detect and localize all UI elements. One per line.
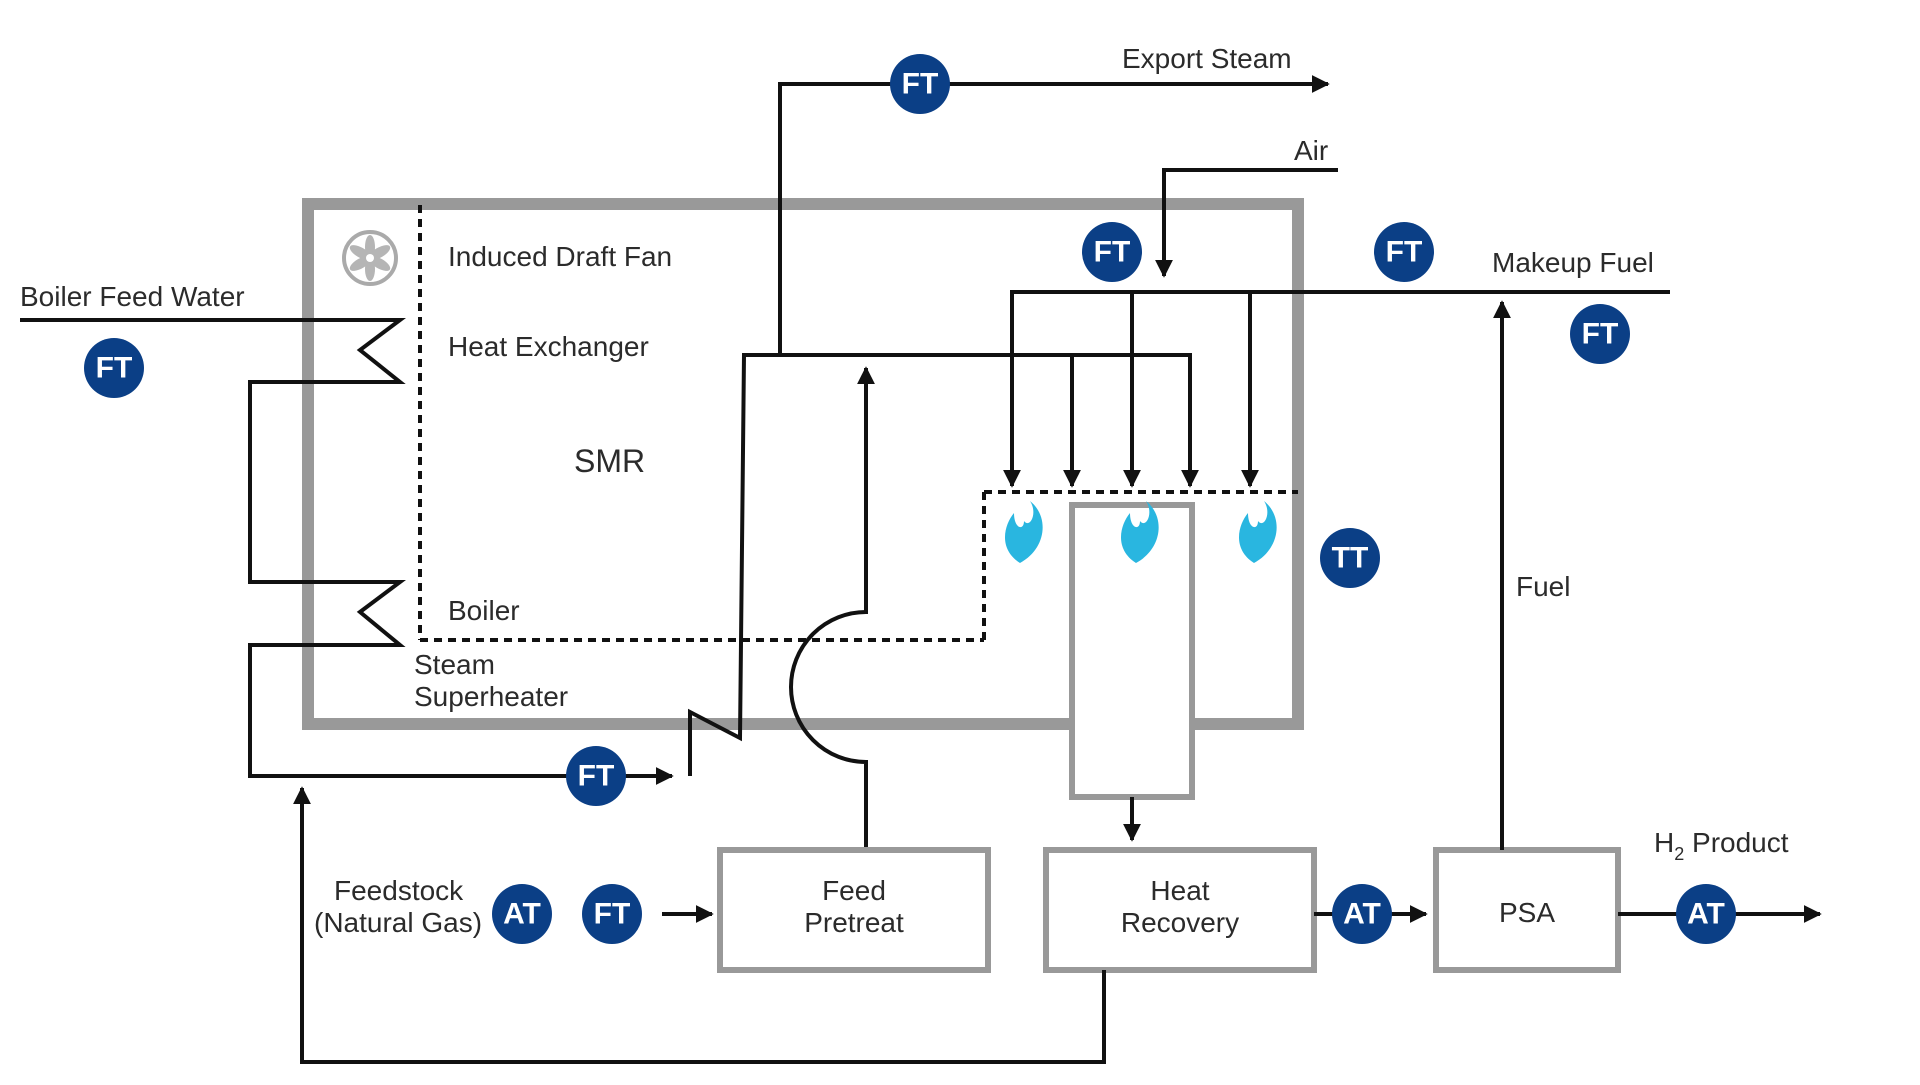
- burner-flame-icon: [1005, 501, 1043, 563]
- ft-badge-steam: FT: [566, 746, 626, 806]
- h2-h: H: [1654, 827, 1674, 858]
- induced-draft-fan-label: Induced Draft Fan: [448, 241, 672, 272]
- fan-icon: [342, 230, 398, 286]
- steam-superheater-label-1: Steam: [414, 649, 495, 680]
- makeup-fuel-label: Makeup Fuel: [1492, 247, 1654, 278]
- svg-text:FT: FT: [902, 68, 939, 101]
- recycle-line: [293, 786, 1106, 1064]
- fuel-label: Fuel: [1516, 571, 1570, 602]
- process-header-line: [744, 353, 1199, 488]
- svg-text:FT: FT: [96, 352, 133, 385]
- feed-pretreat-text-2: Pretreat: [804, 907, 904, 938]
- heat-exchanger-label: Heat Exchanger: [448, 331, 649, 362]
- svg-text:FT: FT: [1094, 236, 1131, 269]
- boiler-feed-water-label: Boiler Feed Water: [20, 281, 245, 312]
- boiler-feed-water-line: [20, 318, 674, 785]
- psa-box: [1433, 847, 1621, 973]
- burner-flame-icon: [1239, 501, 1277, 563]
- steam-superheater-line: [688, 75, 1330, 776]
- air-label: Air: [1294, 135, 1328, 166]
- smr-label: SMR: [574, 443, 645, 479]
- at-badge-feedstock: AT: [492, 884, 552, 944]
- ft-badge-fuel: FT: [1570, 304, 1630, 364]
- psa-text: PSA: [1499, 897, 1555, 928]
- ft-badge-feedstock: FT: [582, 884, 642, 944]
- heat-recovery-text-1: Heat: [1150, 875, 1209, 906]
- steam-superheater-label-2: Superheater: [414, 681, 568, 712]
- h2-product-label: H2 Product: [1654, 827, 1789, 864]
- at-badge-heat-recovery: AT: [1332, 884, 1392, 944]
- feedstock-label-2: (Natural Gas): [314, 907, 482, 938]
- makeup-fuel-header: [1003, 290, 1670, 488]
- h2-product-word: Product: [1684, 827, 1788, 858]
- feedstock-label-1: Feedstock: [334, 875, 464, 906]
- feed-pretreat-box: [717, 847, 991, 973]
- heat-recovery-box: [1043, 847, 1317, 973]
- svg-text:AT: AT: [1687, 898, 1725, 931]
- svg-text:AT: AT: [503, 898, 541, 931]
- at-badge-h2-product: AT: [1676, 884, 1736, 944]
- ft-badge-air: FT: [1082, 222, 1142, 282]
- ft-badge-boiler-feed-water: FT: [84, 338, 144, 398]
- boiler-label: Boiler: [448, 595, 520, 626]
- svg-text:AT: AT: [1343, 898, 1381, 931]
- svg-text:TT: TT: [1332, 542, 1369, 575]
- svg-text:FT: FT: [1386, 236, 1423, 269]
- svg-text:FT: FT: [1582, 318, 1619, 351]
- feed-pretreat-text-1: Feed: [822, 875, 886, 906]
- furnace-enclosure: [302, 198, 1304, 730]
- svg-text:FT: FT: [578, 760, 615, 793]
- tt-badge: TT: [1320, 528, 1380, 588]
- export-steam-label: Export Steam: [1122, 43, 1292, 74]
- burner-flame-icon: [1121, 501, 1159, 563]
- pretreat-output-line: [789, 366, 875, 848]
- air-line: [1155, 168, 1338, 278]
- h2-subscript: 2: [1674, 844, 1684, 864]
- ft-badge-makeup-fuel: FT: [1374, 222, 1434, 282]
- ft-badge-export-steam: FT: [890, 54, 950, 114]
- heat-recovery-text-2: Recovery: [1121, 907, 1239, 938]
- svg-text:FT: FT: [594, 898, 631, 931]
